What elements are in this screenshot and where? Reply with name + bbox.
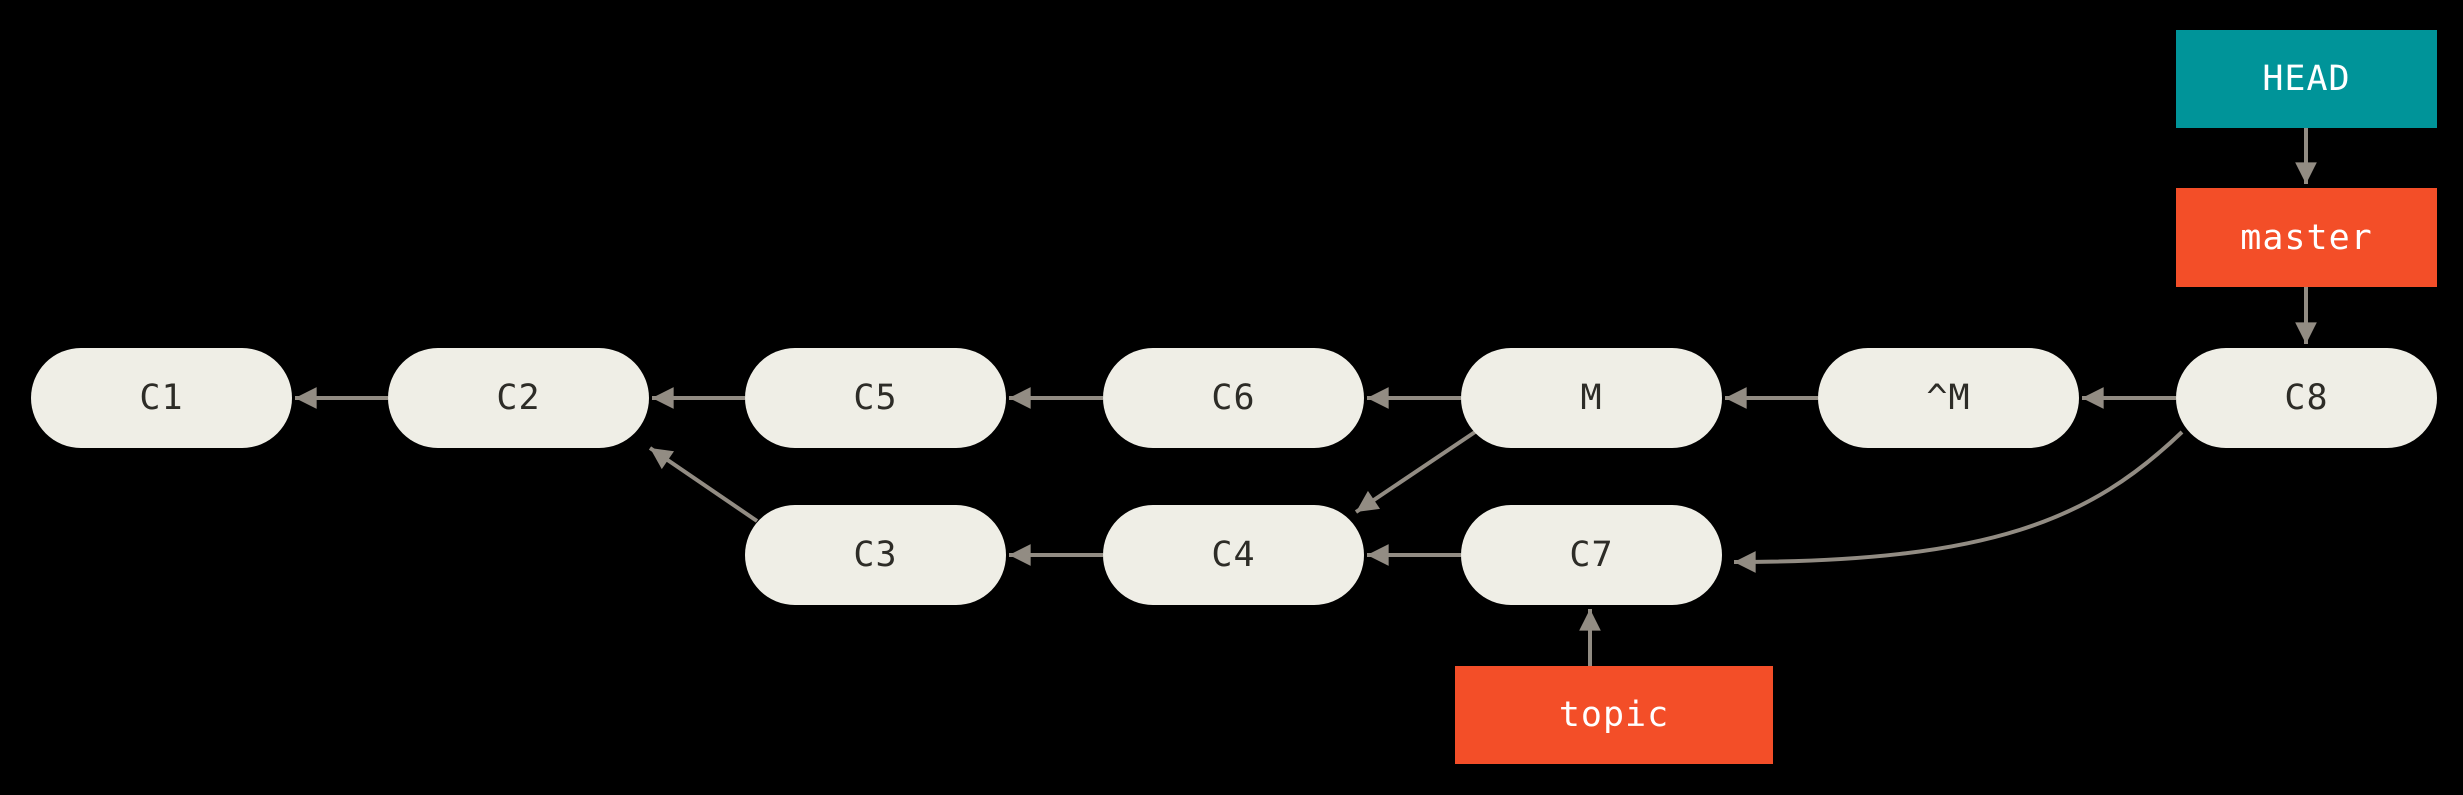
commit-label-c5: C5	[853, 378, 898, 418]
commit-node-c4: C4	[1103, 505, 1364, 605]
commit-node-c6: C6	[1103, 348, 1364, 448]
commit-node-c5: C5	[745, 348, 1006, 448]
commit-label-c7: C7	[1569, 535, 1614, 575]
commit-label-c8: C8	[2284, 378, 2329, 418]
commit-label-c2: C2	[496, 378, 541, 418]
ref-box-topic: topic	[1455, 666, 1773, 764]
ref-box-head: HEAD	[2176, 30, 2437, 128]
commit-label-c6: C6	[1211, 378, 1256, 418]
ref-label-topic: topic	[1558, 695, 1670, 735]
commit-label-caret-m: ^M	[1926, 378, 1971, 418]
ref-label-head: HEAD	[2262, 59, 2351, 99]
commit-node-m: M	[1461, 348, 1722, 448]
ref-label-master: master	[2240, 217, 2373, 258]
edge-m-to-c4	[1354, 428, 1480, 514]
commit-node-c2: C2	[388, 348, 649, 448]
commit-node-c8: C8	[2176, 348, 2437, 448]
commit-label-m: M	[1580, 378, 1603, 418]
edge-c3-to-c2	[648, 446, 759, 523]
commit-node-c1: C1	[31, 348, 292, 448]
commit-label-c1: C1	[139, 378, 184, 418]
commit-edges	[295, 128, 2317, 666]
commit-label-c3: C3	[853, 535, 898, 575]
commit-node-c3: C3	[745, 505, 1006, 605]
commit-label-c4: C4	[1211, 535, 1256, 575]
commit-node-caret-m: ^M	[1818, 348, 2079, 448]
edge-c8-to-c7	[1733, 430, 2184, 573]
ref-box-master: master	[2176, 188, 2437, 287]
commit-node-c7: C7	[1461, 505, 1722, 605]
